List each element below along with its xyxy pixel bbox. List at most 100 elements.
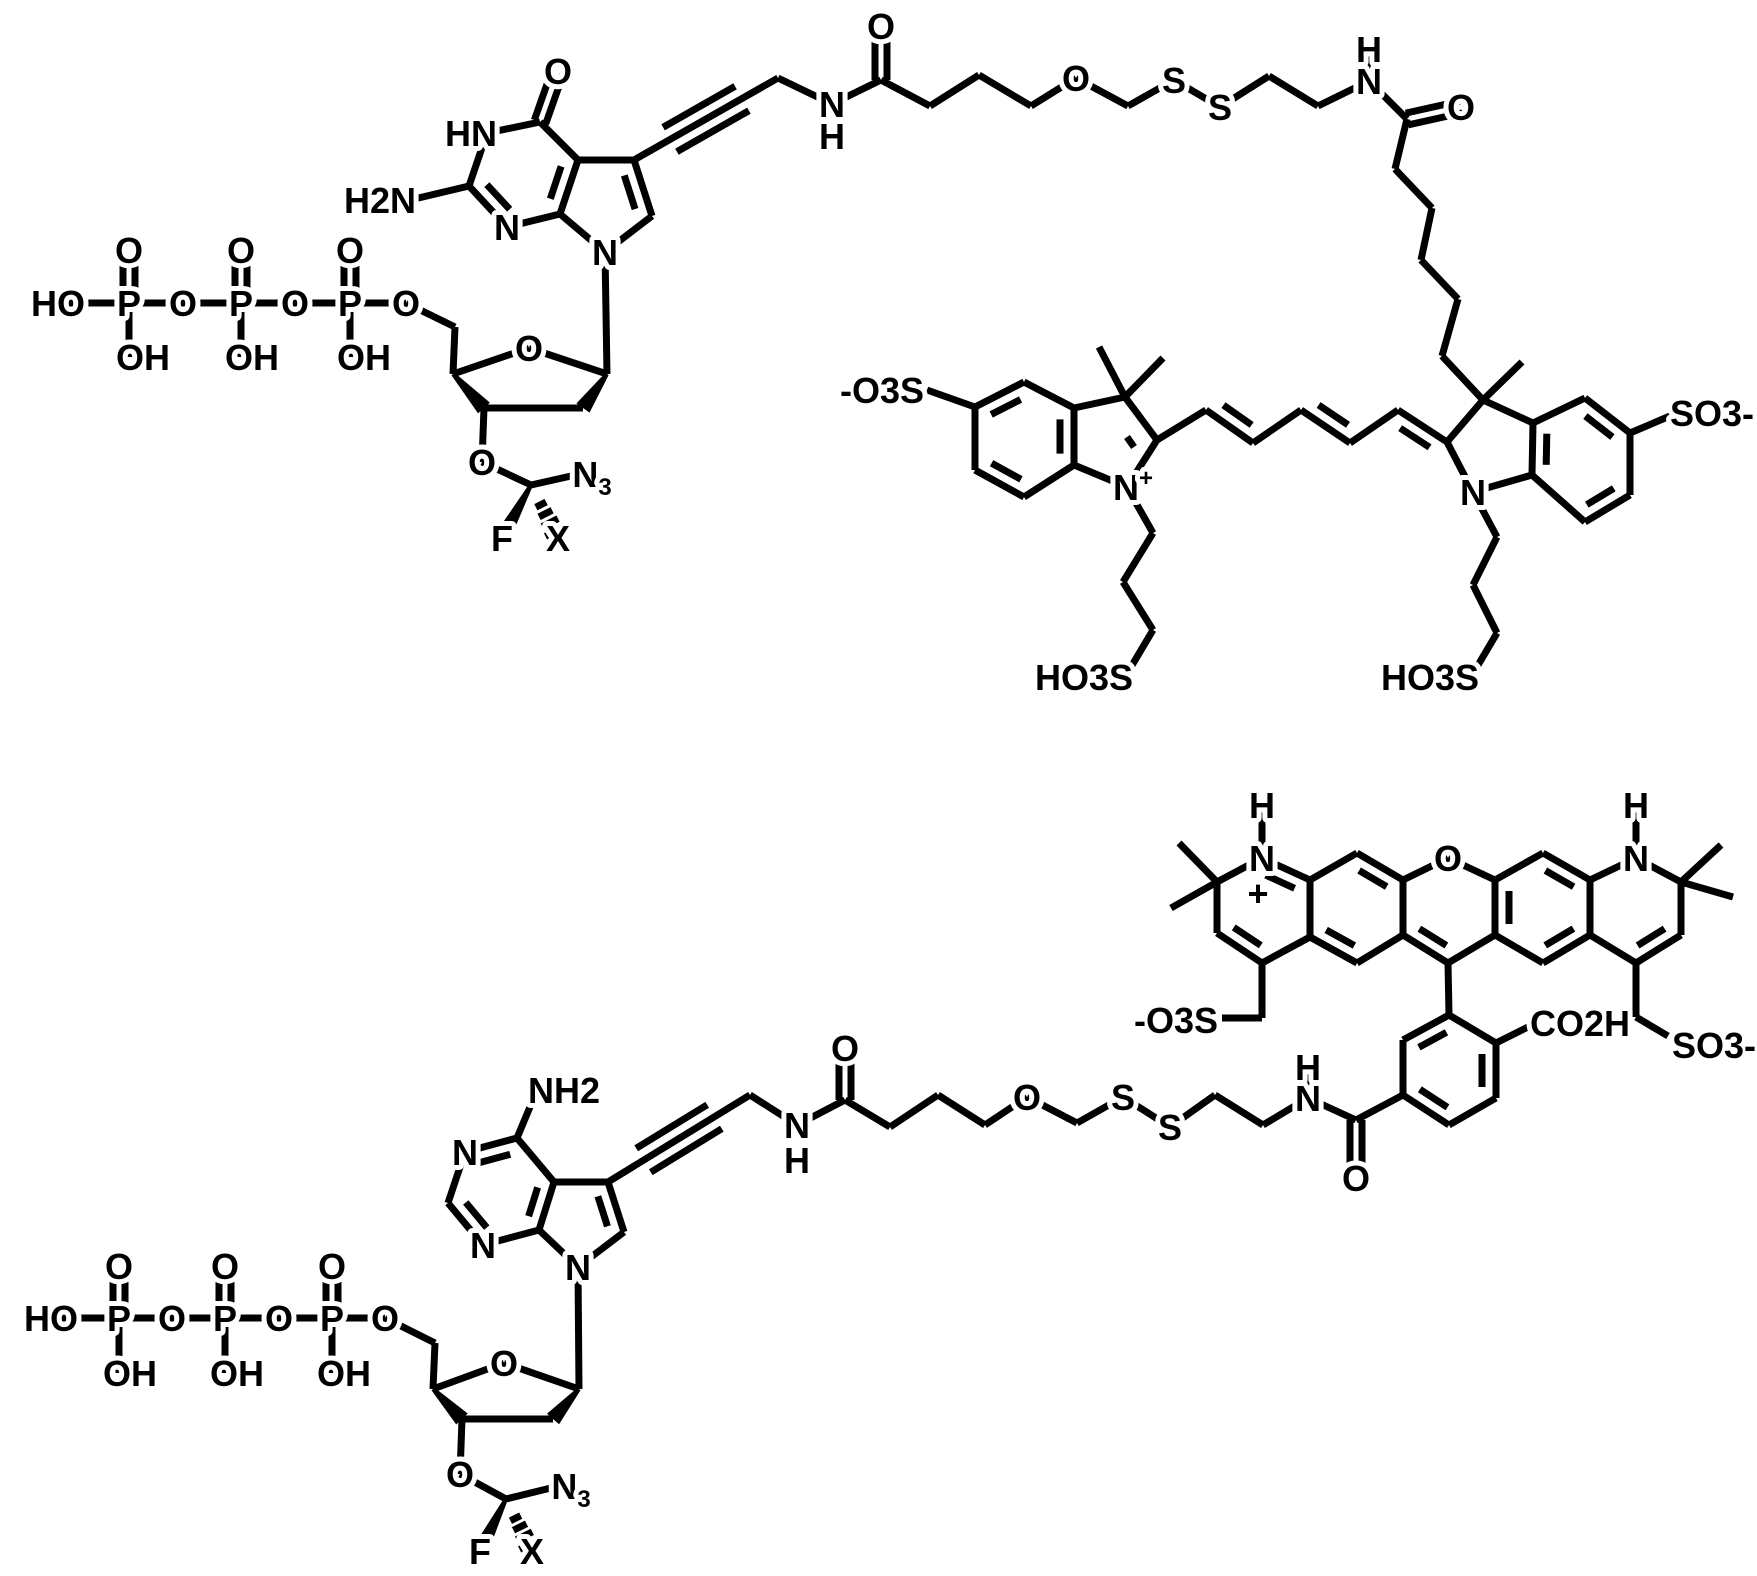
double-bond xyxy=(1398,410,1447,442)
atom-label: NH2 xyxy=(528,1070,600,1111)
atom-label: O xyxy=(446,1454,474,1495)
single-bond xyxy=(1421,208,1432,260)
double-bond xyxy=(1206,410,1253,443)
atom-label: OH xyxy=(210,1353,264,1394)
single-bond xyxy=(1442,299,1458,356)
atom-label: O xyxy=(867,6,895,47)
double-bond-inner xyxy=(1419,1032,1447,1047)
single-bond xyxy=(1123,582,1153,630)
double-bond-inner xyxy=(529,1187,538,1216)
atom-label: OH xyxy=(116,337,170,378)
atom-label: H xyxy=(784,1140,810,1181)
atom-label: O xyxy=(265,1298,293,1339)
single-bond xyxy=(1496,1026,1530,1043)
atom-label: N xyxy=(452,1132,478,1173)
atom-label: N xyxy=(494,207,520,248)
single-bond xyxy=(540,122,578,160)
single-bond xyxy=(433,1343,435,1389)
atom-label: O xyxy=(169,283,197,324)
triple-bond xyxy=(634,78,778,160)
single-bond xyxy=(1395,119,1407,169)
single-bond xyxy=(1074,397,1125,408)
atom-label: O xyxy=(468,442,496,483)
wedge-bond xyxy=(452,373,490,414)
atom-label: HO3S xyxy=(1035,657,1133,698)
single-bond xyxy=(1179,843,1217,882)
atom-label: HO xyxy=(31,283,85,324)
double-bond xyxy=(1585,398,1630,433)
atom-label: F xyxy=(491,518,513,559)
atom-label: HO3S xyxy=(1381,657,1479,698)
atom-label: P xyxy=(320,1298,344,1339)
single-bond xyxy=(1590,935,1636,963)
atom-label: O xyxy=(1342,1158,1370,1199)
atom-label: O xyxy=(515,328,543,369)
atom-label: O xyxy=(371,1298,399,1339)
atom-label: P xyxy=(213,1298,237,1339)
single-bond xyxy=(1125,397,1157,440)
atom-label: H xyxy=(1623,785,1649,826)
single-bond xyxy=(979,75,1031,106)
single-bond xyxy=(1099,347,1125,397)
double-bond-inner xyxy=(1326,930,1354,946)
single-bond xyxy=(1483,400,1533,423)
single-bond xyxy=(1448,963,1449,1015)
double-bond-inner xyxy=(1546,434,1547,465)
double-bond-inner xyxy=(598,1196,608,1226)
hashed-bond xyxy=(510,1516,520,1521)
hashed-bond xyxy=(539,510,552,517)
single-bond xyxy=(1157,410,1206,440)
atom-label: O xyxy=(831,1028,859,1069)
single-bond xyxy=(1171,882,1217,908)
single-bond xyxy=(453,327,455,374)
double-bond xyxy=(539,1182,554,1230)
single-bond xyxy=(1636,1017,1668,1036)
atom-label: HN xyxy=(445,113,497,154)
double-bond xyxy=(1532,423,1533,475)
atom-label: SO3- xyxy=(1672,1025,1756,1066)
atom-label: N3 xyxy=(551,1466,590,1513)
atom-label: N xyxy=(592,232,618,273)
single-bond xyxy=(1024,465,1074,497)
atom-label: S xyxy=(1162,60,1186,101)
atom-label: O xyxy=(281,283,309,324)
atom-label: OH xyxy=(103,1353,157,1394)
atom-label: O xyxy=(158,1298,186,1339)
single-bond xyxy=(927,390,975,407)
single-bond xyxy=(517,1138,554,1182)
atom-label: H xyxy=(819,116,845,157)
atom-label: F xyxy=(469,1531,491,1572)
atom-label: P xyxy=(338,283,362,324)
atom-label: O xyxy=(227,230,255,271)
atom-label: O xyxy=(211,1246,239,1287)
atom-label: O xyxy=(1447,87,1475,128)
single-bond xyxy=(1253,410,1301,443)
single-bond xyxy=(1356,1095,1403,1120)
single-bond xyxy=(938,1095,985,1125)
double-bond xyxy=(1301,410,1350,443)
atom-label: O xyxy=(1062,58,1090,99)
single-bond xyxy=(881,80,930,106)
atom-label: CO2H xyxy=(1530,1003,1630,1044)
atom-label: P xyxy=(117,283,141,324)
single-bond xyxy=(1495,935,1543,963)
double-bond-inner xyxy=(1638,929,1665,946)
hashed-bond xyxy=(536,502,546,507)
atom-label: O xyxy=(1434,838,1462,879)
atom-label: O xyxy=(544,51,572,92)
top-molecule-atom-labels: HOPPPOOOOHOHOHOOOOON3FXNNHNOH2NNHOOSSNHO… xyxy=(31,6,1754,698)
single-bond xyxy=(1449,1015,1496,1043)
atom-label: P xyxy=(107,1298,131,1339)
single-bond xyxy=(1681,882,1733,897)
atom-label: O xyxy=(115,230,143,271)
single-bond xyxy=(1421,260,1458,299)
double-bond-inner xyxy=(1234,927,1261,945)
atom-label: X xyxy=(546,518,570,559)
single-bond xyxy=(1681,845,1721,882)
atom-label: S xyxy=(1208,87,1232,128)
atom-label: O xyxy=(336,230,364,271)
atom-label: + xyxy=(1247,873,1268,914)
atom-label: H xyxy=(1356,29,1382,70)
bottom-molecule-bonds xyxy=(51,805,1733,1555)
